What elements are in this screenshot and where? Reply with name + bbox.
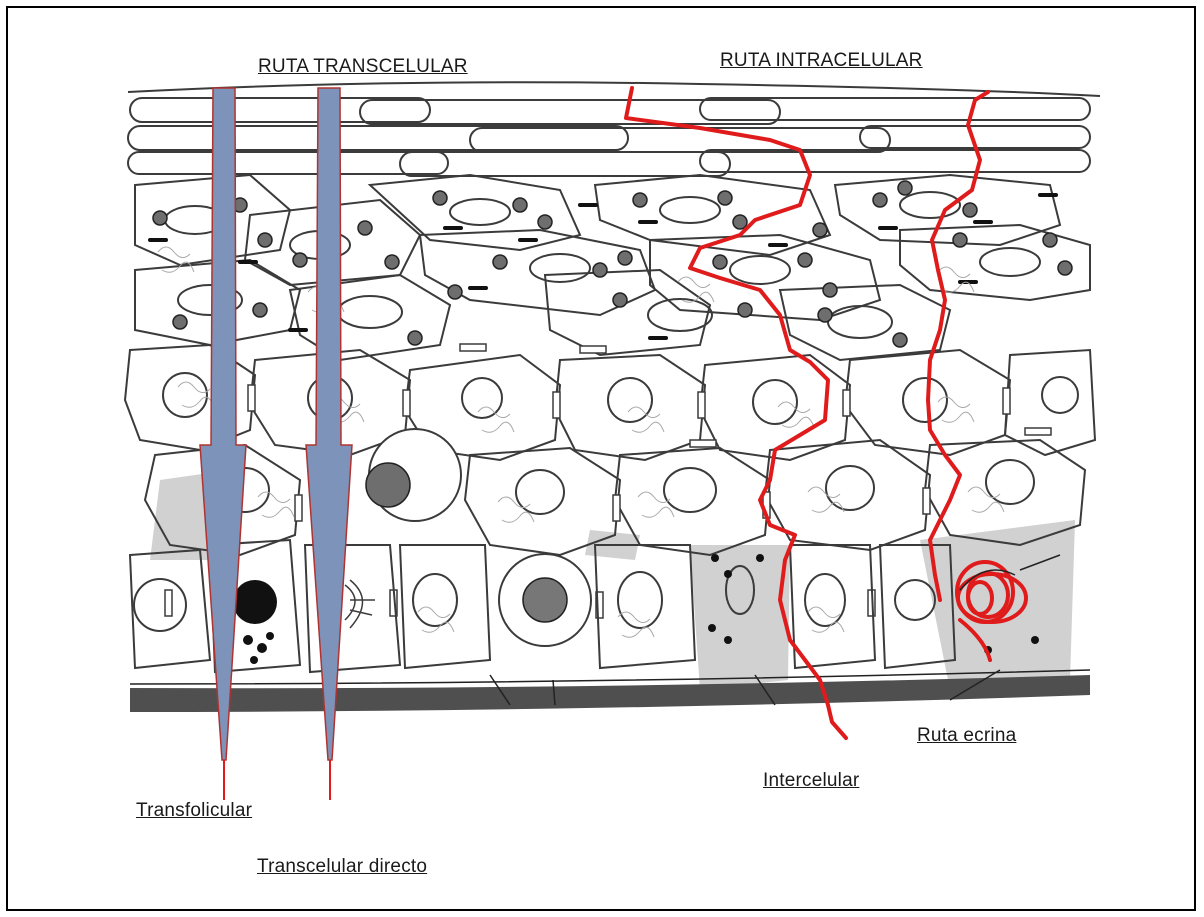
hair-follicle bbox=[345, 580, 375, 628]
stratum-spinosum bbox=[125, 345, 1095, 555]
ruta-transcelular-label: RUTA TRANSCELULAR bbox=[258, 56, 468, 78]
ruta-ecrina-label: Ruta ecrina bbox=[917, 725, 1016, 747]
stratum-corneum bbox=[128, 82, 1100, 176]
transfolicular-label: Transfolicular bbox=[136, 800, 252, 822]
intercelular-label: Intercelular bbox=[763, 770, 859, 792]
basement-membrane bbox=[130, 670, 1090, 712]
transcelular-directo-label: Transcelular directo bbox=[257, 856, 427, 878]
desmosomes bbox=[165, 344, 1051, 618]
keratohyalin-granules bbox=[153, 181, 1072, 347]
ruta-intracelular-label: RUTA INTRACELULAR bbox=[720, 50, 923, 72]
